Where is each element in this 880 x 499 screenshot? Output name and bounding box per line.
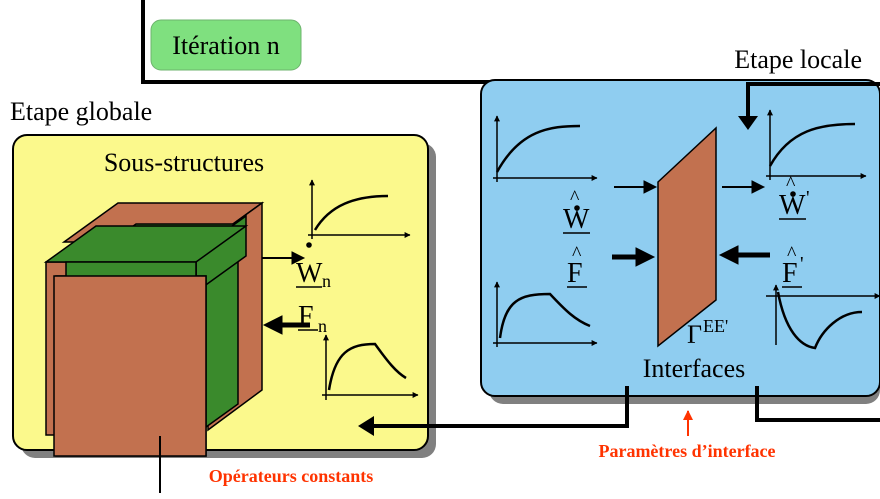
symbol-w-hat: W ^ — [563, 187, 590, 235]
interfaces-label: Interfaces — [643, 354, 745, 383]
svg-text:F: F — [567, 258, 583, 289]
svg-text:W: W — [296, 258, 323, 289]
local-arrows — [612, 180, 770, 267]
interface-plane — [657, 126, 717, 348]
svg-text:n: n — [322, 271, 331, 291]
svg-text:^: ^ — [787, 243, 797, 265]
svg-text:^: ^ — [570, 187, 580, 209]
graph-f-hat-prime — [766, 284, 880, 350]
substructures-label: Sous-structures — [104, 148, 264, 177]
svg-text:F: F — [298, 301, 314, 332]
graph-w-hat-prime — [766, 109, 867, 180]
symbol-f-hat: F ^ — [567, 243, 587, 289]
global-step-title: Etape globale — [10, 97, 152, 126]
global-arrows — [262, 251, 310, 335]
iteration-flow-right — [738, 82, 880, 130]
graph-f-hat — [493, 281, 598, 347]
svg-text:': ' — [800, 253, 804, 275]
svg-text:^: ^ — [572, 243, 582, 265]
symbol-f-hat-prime: F ' ^ — [782, 243, 804, 289]
gamma-superscript: EE' — [703, 316, 728, 336]
substructure-cube — [43, 201, 265, 457]
symbol-w-hat-prime: W ' ^ — [779, 173, 810, 221]
graph-f-n — [322, 334, 419, 400]
gamma-symbol: Γ — [687, 320, 702, 349]
constant-operators-label: Opérateurs constants — [209, 466, 374, 486]
iteration-box: Itération n — [150, 19, 302, 71]
svg-text:': ' — [806, 187, 810, 209]
return-flow — [159, 386, 880, 493]
svg-text:n: n — [318, 316, 327, 336]
graph-w-n — [308, 179, 411, 239]
interface-params-label: Paramètres d’interface — [598, 441, 775, 461]
graph-w-hat — [493, 115, 598, 182]
symbol-f-n: F n — [298, 301, 327, 336]
svg-text:^: ^ — [786, 173, 796, 195]
iteration-label: Itération n — [172, 31, 280, 60]
symbol-w-n: W n — [296, 242, 331, 291]
local-step-title: Etape locale — [734, 45, 862, 74]
svg-text:F: F — [782, 258, 798, 289]
